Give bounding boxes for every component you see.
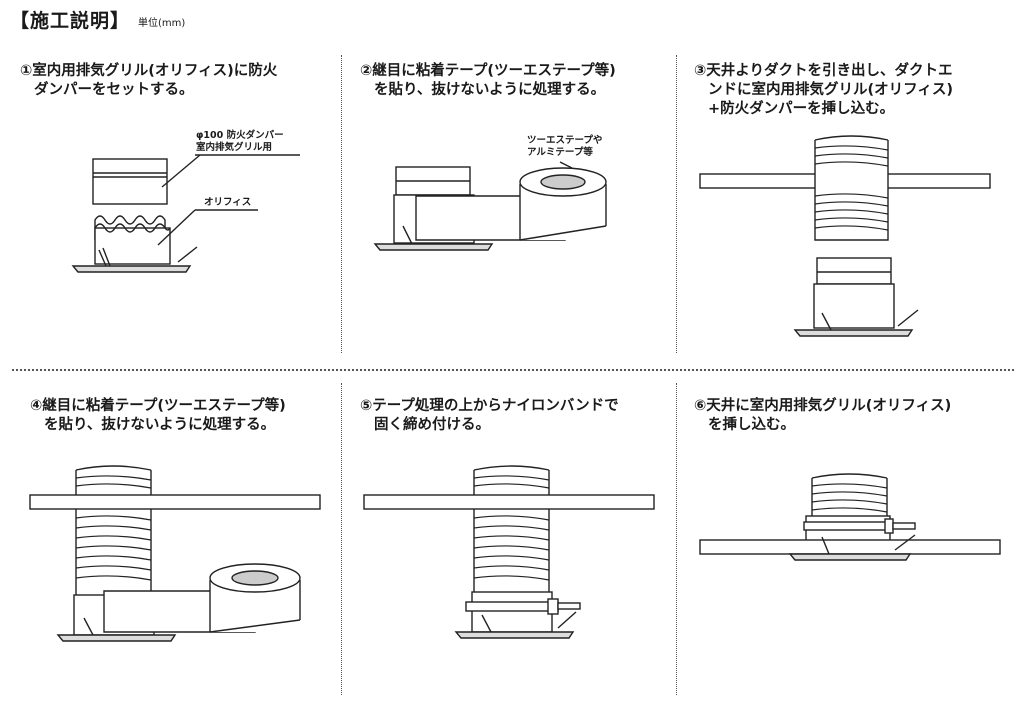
step-4-line-2: を貼り、抜けないように処理する。 (44, 417, 276, 433)
callout-tape-line-1: ツーエステープや (527, 135, 603, 146)
divider-vertical-2 (676, 55, 677, 353)
step-3-line-1: ③天井よりダクトを引き出し、ダクトエ (694, 63, 953, 79)
callout-tape-line-2: アルミテープ等 (527, 147, 593, 158)
step-2-instruction: ②継目に粘着テープ(ツーエステープ等) を貼り、抜けないように処理する。 (360, 62, 616, 100)
step-4-illustration (29, 465, 321, 642)
orifice-leader-line (157, 209, 196, 246)
tape-roll-step-4 (209, 563, 301, 633)
tape-roll (519, 167, 607, 241)
fire-damper (92, 158, 168, 205)
step-2-illustration (373, 161, 607, 251)
unit-label: 単位(mm) (138, 18, 186, 29)
step-1-instruction: ①室内用排気グリル(オリフィス)に防火 ダンパーをセットする。 (20, 62, 277, 100)
step-2-line-1: ②継目に粘着テープ(ツーエステープ等) (360, 63, 616, 79)
step-3-instruction: ③天井よりダクトを引き出し、ダクトエ ンドに室内用排気グリル(オリフィス) +防… (694, 62, 953, 119)
nylon-band (465, 598, 581, 615)
ceiling-board-step-5 (363, 494, 655, 510)
step-3-line-3: +防火ダンパーを挿し込む。 (708, 101, 895, 117)
step-3-line-2: ンドに室内用排気グリル(オリフィス) (708, 82, 953, 98)
divider-horizontal (12, 369, 1014, 371)
tape-leader-line (559, 161, 573, 169)
step-6-line-1: ⑥天井に室内用排気グリル(オリフィス) (694, 398, 952, 414)
callout-damper: φ100 防火ダンパー 室内排気グリル用 (196, 130, 284, 154)
step-5-illustration (363, 465, 655, 639)
ceiling-board-step-6 (699, 539, 1001, 555)
divider-vertical-4 (676, 383, 677, 695)
step-1-line-1: ①室内用排気グリル(オリフィス)に防火 (20, 63, 278, 79)
step-6-illustration (699, 473, 1001, 561)
step-2-line-2: を貼り、抜けないように処理する。 (374, 82, 606, 98)
step-4-instruction: ④継目に粘着テープ(ツーエステープ等) を貼り、抜けないように処理する。 (30, 397, 286, 435)
step-1-illustration (71, 154, 300, 273)
flex-duct-step-5 (473, 465, 550, 631)
step-5-instruction: ⑤テープ処理の上からナイロンバンドで 固く締め付ける。 (360, 397, 619, 435)
grille-with-damper (793, 257, 919, 337)
step-6-instruction: ⑥天井に室内用排気グリル(オリフィス) を挿し込む。 (694, 397, 951, 435)
nylon-band-step-6 (803, 518, 916, 534)
flex-duct-step-4 (75, 465, 152, 631)
step-4-line-1: ④継目に粘着テープ(ツーエステープ等) (30, 398, 286, 414)
page-title: 【施工説明】 (10, 10, 131, 32)
step-5-line-1: ⑤テープ処理の上からナイロンバンドで (360, 398, 619, 414)
callout-damper-line-2: 室内排気グリル用 (196, 142, 273, 153)
callout-damper-line-1: φ100 防火ダンパー (196, 130, 284, 141)
step-5-line-2: 固く締め付ける。 (374, 417, 490, 433)
callout-tape: ツーエステープや アルミテープ等 (527, 135, 602, 159)
step-3-illustration (699, 135, 991, 337)
step-1-line-2: ダンパーをセットする。 (34, 82, 194, 98)
flex-duct (814, 135, 889, 241)
callout-orifice: オリフィス (204, 197, 252, 208)
divider-vertical-1 (341, 55, 342, 353)
damper-leader-line (161, 154, 201, 188)
orifice-grille (71, 215, 192, 273)
ceiling-board-step-4 (29, 494, 321, 510)
divider-vertical-3 (341, 383, 342, 695)
step-6-line-2: を挿し込む。 (708, 417, 795, 433)
step-1-pointer (177, 246, 198, 263)
